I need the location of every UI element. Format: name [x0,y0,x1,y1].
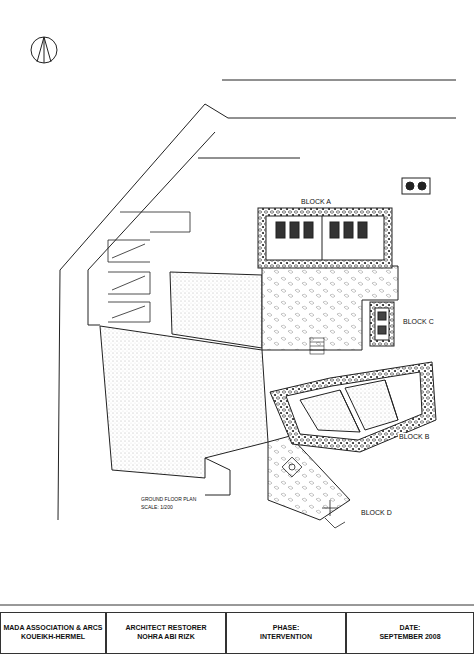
title-text: DATE: [400,624,421,633]
tanks [402,178,430,194]
block-label: BLOCK D [360,509,393,517]
gazebo [282,457,302,477]
block-label: BLOCK A [300,198,332,206]
terraces [100,266,398,520]
block-a-building [258,208,392,268]
title-text: NOHRA ABI RIZK [137,633,194,642]
title-text: INTERVENTION [260,633,312,642]
title-block-cell: MADA ASSOCIATION & ARCSKOUEIKH-HERMEL [0,612,106,654]
plan-note: SCALE: 1/200 [140,505,174,511]
title-block-cell: PHASE:INTERVENTION [226,612,346,654]
plan-note: GROUND FLOOR PLAN [140,497,197,503]
title-text: MADA ASSOCIATION & ARCS [3,624,102,633]
north-arrow [31,37,57,63]
title-text: PHASE: [273,624,299,633]
block-label: BLOCK C [402,318,435,326]
block-d-structure [322,500,345,528]
title-text: SEPTEMBER 2008 [379,633,440,642]
block-label: BLOCK B [398,433,430,441]
title-text: ARCHITECT RESTORER [125,624,206,633]
roads [58,80,456,520]
block-b-building [270,362,436,452]
title-block-cell: ARCHITECT RESTORERNOHRA ABI RIZK [106,612,226,654]
title-text: KOUEIKH-HERMEL [21,633,85,642]
block-c-building [370,302,394,346]
title-block-frame [0,605,474,606]
stair [310,338,324,354]
title-block-cell: DATE:SEPTEMBER 2008 [346,612,474,654]
